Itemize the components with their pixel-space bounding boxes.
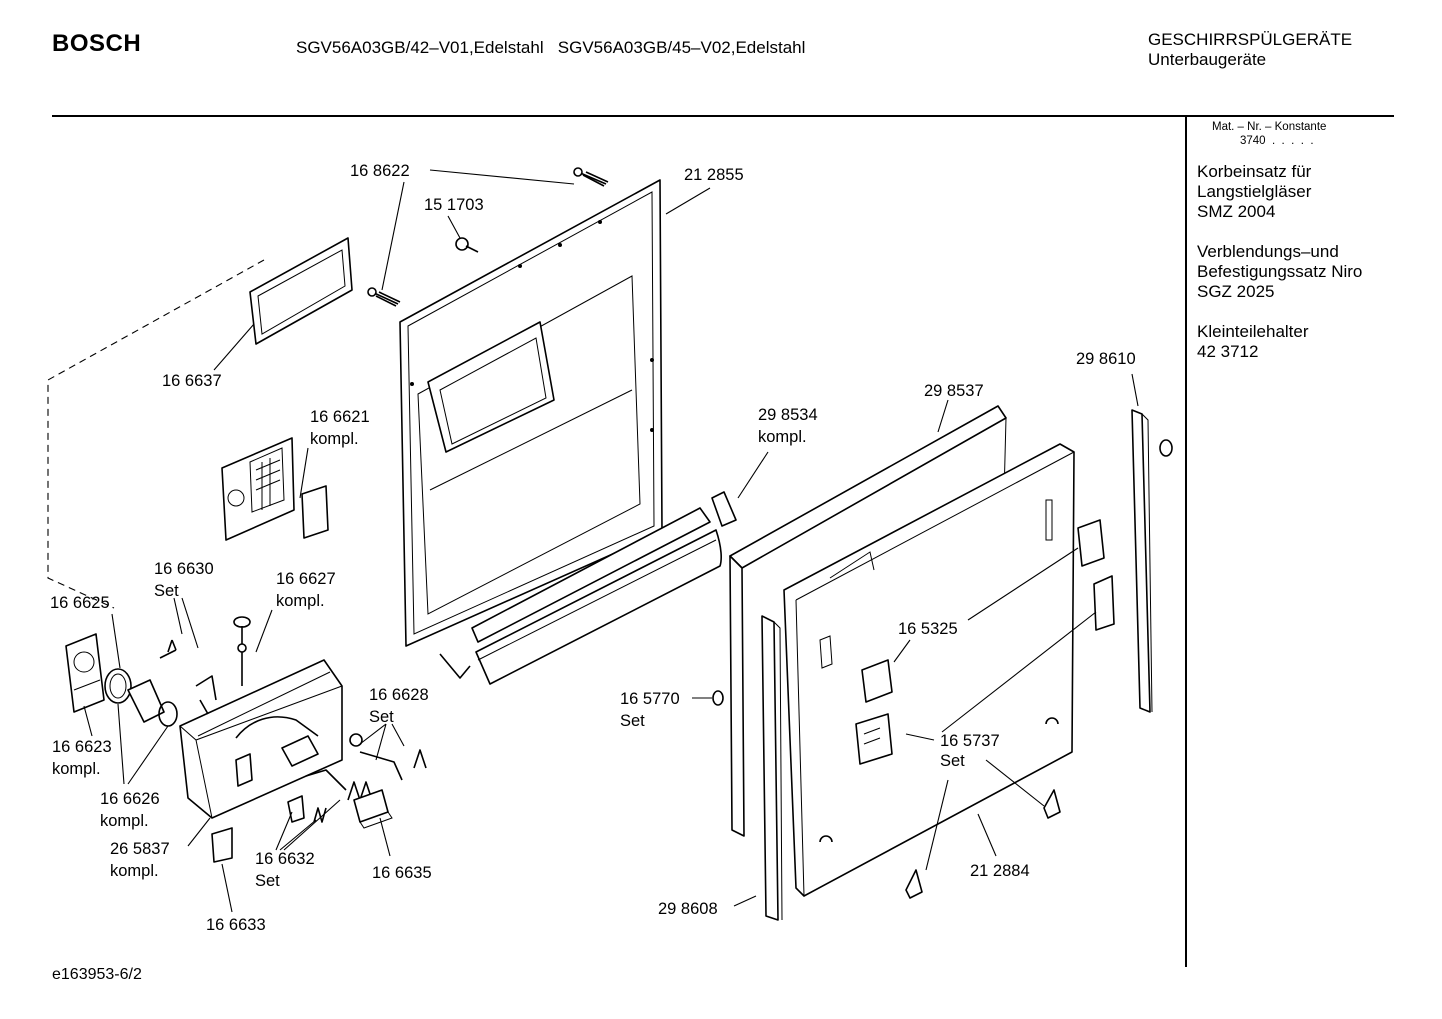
drawing-id: e163953-6/2 bbox=[52, 966, 142, 983]
valve-pin bbox=[233, 616, 251, 686]
leader-lines bbox=[83, 169, 1139, 913]
accessory-line: Befestigungssatz Niro bbox=[1197, 262, 1363, 281]
group-outline bbox=[47, 259, 265, 609]
accessory-line: SMZ 2004 bbox=[1197, 202, 1276, 221]
inner-door-panel bbox=[399, 179, 663, 647]
material-label: Mat. – Nr. – Konstante bbox=[1212, 121, 1327, 133]
part-label: 16 6625 bbox=[50, 594, 110, 612]
category-block: GESCHIRRSPÜLGERÄTE Unterbaugeräte bbox=[1148, 30, 1352, 70]
spring-part bbox=[413, 749, 427, 769]
part-label: 16 5737 bbox=[940, 732, 1000, 750]
part-label: kompl. bbox=[100, 812, 149, 830]
category-subtitle: Unterbaugeräte bbox=[1148, 50, 1267, 69]
front-panel bbox=[783, 443, 1075, 897]
accessory-item: Kleinteilehalter 42 3712 bbox=[1197, 322, 1309, 362]
cover-plate bbox=[211, 827, 233, 863]
spring-pin bbox=[159, 639, 177, 659]
part-label: Set bbox=[369, 708, 394, 726]
part-label: 16 5325 bbox=[898, 620, 958, 638]
exploded-parts-diagram: 16 8622 21 2855 15 1703 16 6637 16 6621 … bbox=[47, 162, 1173, 934]
part-label: 16 5770 bbox=[620, 690, 680, 708]
part-label: 29 8537 bbox=[924, 382, 984, 400]
part-label: 15 1703 bbox=[424, 196, 484, 214]
part-label: Set bbox=[154, 582, 179, 600]
part-label: Set bbox=[255, 872, 280, 890]
part-label: 21 2884 bbox=[970, 862, 1030, 880]
model-numbers: SGV56A03GB/42–V01,Edelstahl SGV56A03GB/4… bbox=[296, 38, 806, 57]
part-label: kompl. bbox=[52, 760, 101, 778]
latch-part bbox=[305, 769, 347, 791]
part-label: kompl. bbox=[758, 428, 807, 446]
side-rail bbox=[761, 615, 783, 921]
lid-cylinder bbox=[127, 679, 178, 727]
part-label: 16 8622 bbox=[350, 162, 410, 180]
part-label: 29 8534 bbox=[758, 406, 818, 424]
part-label: Set bbox=[940, 752, 965, 770]
part-label: 16 6628 bbox=[369, 686, 429, 704]
material-value: 3740 . . . . . bbox=[1240, 135, 1314, 147]
hinge-block bbox=[1077, 519, 1105, 567]
part-label: kompl. bbox=[310, 430, 359, 448]
seal-frame bbox=[249, 237, 353, 345]
part-label: 21 2855 bbox=[684, 166, 744, 184]
seal-ring bbox=[104, 668, 132, 704]
part-label: 16 6627 bbox=[276, 570, 336, 588]
lever-part bbox=[195, 675, 217, 715]
hinge-block bbox=[861, 659, 893, 703]
part-label: Set bbox=[620, 712, 645, 730]
part-label: 16 6632 bbox=[255, 850, 315, 868]
part-label: kompl. bbox=[276, 592, 325, 610]
part-label: 16 6621 bbox=[310, 408, 370, 426]
switch-part bbox=[353, 789, 393, 829]
hinge-block bbox=[855, 713, 893, 765]
part-label: 29 8610 bbox=[1076, 350, 1136, 368]
seal-strip bbox=[471, 507, 722, 685]
part-labels: 16 8622 21 2855 15 1703 16 6637 16 6621 … bbox=[50, 162, 1136, 934]
brand-logo: BOSCH bbox=[52, 30, 142, 57]
side-rail bbox=[1131, 409, 1153, 713]
category-title: GESCHIRRSPÜLGERÄTE bbox=[1148, 30, 1353, 49]
screw-part bbox=[573, 167, 609, 187]
hinge-part bbox=[439, 653, 471, 679]
accessory-line: 42 3712 bbox=[1197, 342, 1259, 361]
ball-part bbox=[349, 733, 363, 747]
plug-part bbox=[712, 690, 724, 706]
sidebar-divider bbox=[1185, 115, 1187, 967]
clip-part bbox=[287, 795, 305, 823]
foot-bracket bbox=[1043, 789, 1061, 819]
mounting-bracket bbox=[1093, 575, 1115, 631]
part-label: 16 6637 bbox=[162, 372, 222, 390]
part-label: 16 6635 bbox=[372, 864, 432, 882]
clip-part bbox=[455, 237, 479, 253]
dispenser-housing bbox=[179, 659, 343, 819]
accessory-line: SGZ 2025 bbox=[1197, 282, 1275, 301]
plug-part bbox=[1159, 439, 1173, 457]
accessory-line: Langstielgläser bbox=[1197, 182, 1312, 201]
part-label: 16 6630 bbox=[154, 560, 214, 578]
accessory-line: Korbeinsatz für bbox=[1197, 162, 1312, 181]
part-label: kompl. bbox=[110, 862, 159, 880]
part-label: 16 6633 bbox=[206, 916, 266, 934]
outer-door-panel bbox=[729, 405, 1007, 837]
accessory-line: Verblendungs–und bbox=[1197, 242, 1339, 261]
accessory-item: Korbeinsatz für Langstielgläser SMZ 2004 bbox=[1197, 162, 1311, 222]
accessory-line: Kleinteilehalter bbox=[1197, 322, 1309, 341]
part-label: 29 8608 bbox=[658, 900, 718, 918]
part-label: 16 6626 bbox=[100, 790, 160, 808]
foot-bracket bbox=[905, 869, 923, 899]
hinge-part bbox=[711, 491, 737, 527]
material-constant: Mat. – Nr. – Konstante 3740 . . . . . bbox=[1212, 120, 1326, 148]
accessory-item: Verblendungs–und Befestigungssatz Niro S… bbox=[1197, 242, 1362, 302]
header-divider bbox=[52, 115, 1394, 117]
bracket-assembly bbox=[221, 437, 295, 541]
part-label: 26 5837 bbox=[110, 840, 170, 858]
screw-part bbox=[367, 287, 401, 307]
part-label: 16 6623 bbox=[52, 738, 112, 756]
dispenser-cover bbox=[65, 633, 105, 713]
filter-pad bbox=[301, 485, 329, 539]
lever-part bbox=[359, 751, 403, 781]
